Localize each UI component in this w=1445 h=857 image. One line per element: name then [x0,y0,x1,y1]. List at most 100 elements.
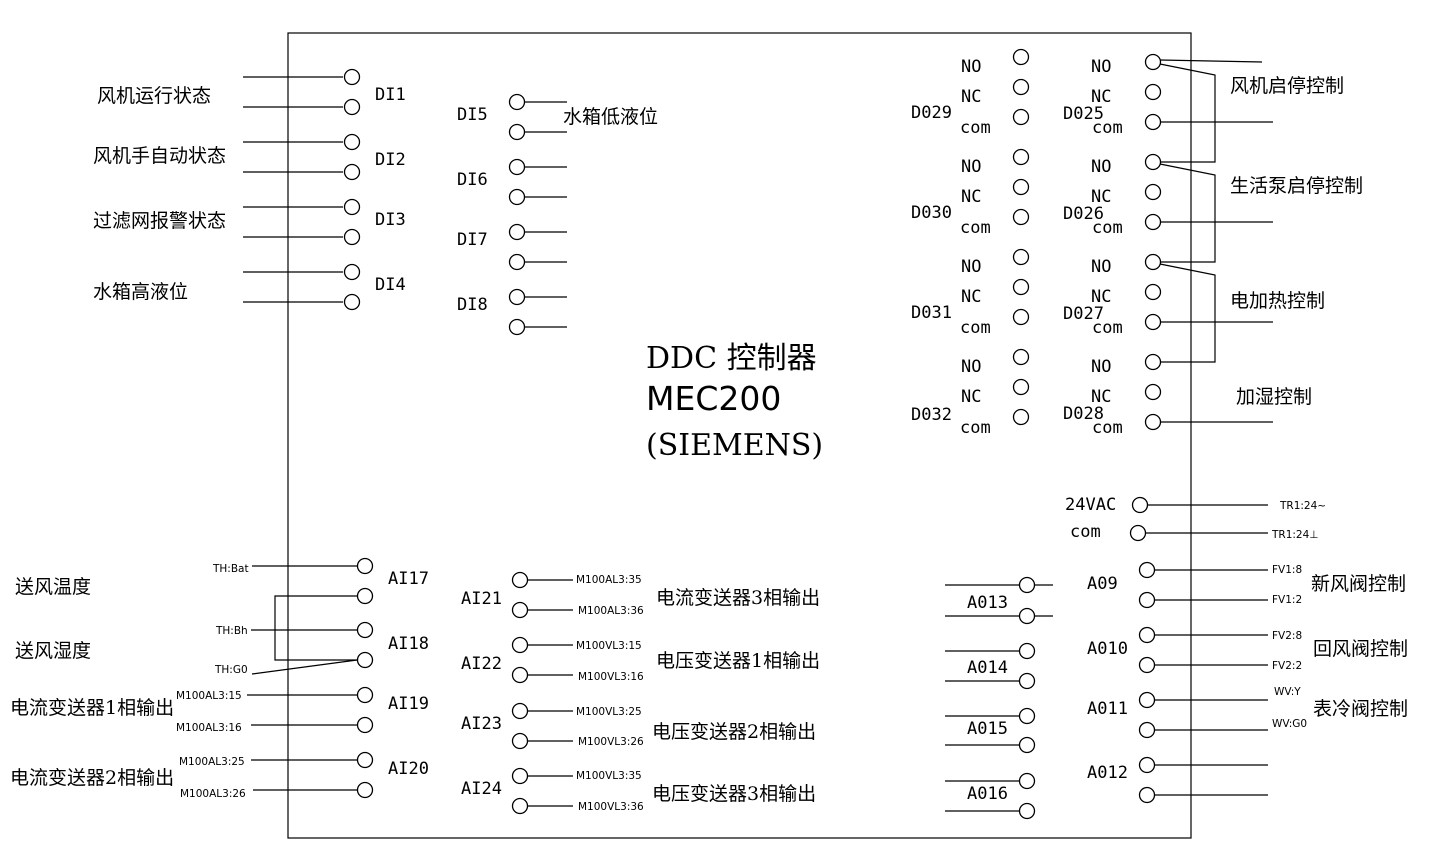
di3-label: DI3 [375,210,406,230]
terminal [1012,278,1030,296]
di8-label: DI8 [457,295,488,315]
terminal [356,781,374,799]
terminal [1138,786,1156,804]
a09-label: A09 [1087,574,1118,594]
terminal [1144,413,1162,431]
ao-right-group: FV1:8 FV1:2 FV2:8 FV2:2 WV:Y WV:G0 A09 A… [1087,561,1408,804]
terminal [1012,208,1030,226]
d026-description: 生活泵启停控制 [1230,175,1363,197]
terminal [508,188,526,206]
ao-inner-group: A013 A014 A015 A016 [945,576,1053,820]
terminal [1018,802,1036,820]
nc-label: NC [961,287,981,307]
terminal [1144,83,1162,101]
terminal [508,158,526,176]
terminal [1012,78,1030,96]
di5-description: 水箱低液位 [563,106,658,128]
terminal [1144,153,1162,171]
terminal [356,587,374,605]
di1-label: DI1 [375,85,406,105]
a014-label: A014 [967,658,1008,678]
nc-label: NC [961,387,981,407]
ai24-description: 电压变送器3相输出 [652,783,816,805]
terminal [511,571,529,589]
terminal [343,228,361,246]
terminal [356,621,374,639]
d027-label: D027 [1063,304,1104,324]
wire-m100vl3-16: M100VL3:16 [578,671,644,683]
ai23-label: AI23 [461,714,502,734]
com-label: com [1092,318,1123,338]
terminal [508,253,526,271]
terminal [1012,48,1030,66]
terminal [1144,53,1162,71]
power-24vac-label: 24VAC [1065,495,1116,515]
terminal [511,732,529,750]
terminal [1012,308,1030,326]
controller-vendor: (SIEMENS) [646,428,823,463]
di3-description: 过滤网报警状态 [93,210,226,232]
wire-m100vl3-15: M100VL3:15 [576,640,642,652]
ai20-description: 电流变送器2相输出 [10,767,174,789]
a011-label: A011 [1087,699,1128,719]
d030-label: D030 [911,203,952,223]
no-label: NO [961,357,981,377]
wire-m100vl3-36: M100VL3:36 [578,801,644,813]
wire-th-bat: TH:Bat [212,563,249,575]
ai18-description: 送风湿度 [15,640,91,662]
ai23-description: 电压变送器2相输出 [652,721,816,743]
controller-title: DDC 控制器 [646,341,817,376]
terminal [511,702,529,720]
di1-description: 风机运行状态 [97,85,211,107]
a09-description: 新风阀控制 [1311,573,1406,595]
wire-tr1-com: TR1:24⊥ [1271,529,1318,541]
wire-fv1-8: FV1:8 [1272,564,1302,576]
terminal [1144,253,1162,271]
wire-m100vl3-25: M100VL3:25 [576,706,642,718]
ai22-label: AI22 [461,654,502,674]
terminal [1144,113,1162,131]
terminal [1129,524,1147,542]
a010-description: 回风阀控制 [1313,638,1408,660]
terminal [356,716,374,734]
di-inner-group: DI5 DI6 DI7 DI8 水箱低液位 [457,93,658,336]
di2-description: 风机手自动状态 [93,145,226,167]
ai21-label: AI21 [461,589,502,609]
terminal [1144,313,1162,331]
wire-fv2-2: FV2:2 [1272,660,1302,672]
wire-tr1: TR1:24~ [1279,500,1326,512]
terminal [343,68,361,86]
com-label: com [960,318,991,338]
wire-m100al3-35: M100AL3:35 [576,574,642,586]
terminal [1018,672,1036,690]
com-label: com [960,418,991,438]
a013-label: A013 [967,593,1008,613]
terminal [1018,707,1036,725]
nc-label: NC [961,87,981,107]
ai-inner-group: M100AL3:35 M100AL3:36 M100VL3:15 M100VL3… [461,571,820,815]
terminal [1012,408,1030,426]
terminal [511,666,529,684]
terminal [508,123,526,141]
terminal [511,767,529,785]
terminal [1018,607,1036,625]
power-group: 24VAC com TR1:24~ TR1:24⊥ [1065,495,1326,542]
ai19-description: 电流变送器1相输出 [10,697,174,719]
no-label: NO [1091,157,1111,177]
terminal [508,318,526,336]
wire-wv-g0: WV:G0 [1272,718,1307,730]
no-label: NO [961,257,981,277]
com-label: com [960,218,991,238]
terminal [1144,383,1162,401]
nc-label: NC [1091,387,1111,407]
do-right-group: NO NC com NO NC com NO NC com NO NC com … [1063,53,1363,438]
terminal [343,163,361,181]
d027-description: 电加热控制 [1230,290,1325,312]
wire-m100al3-26: M100AL3:26 [180,788,246,800]
terminal [511,636,529,654]
ai18-label: AI18 [388,634,429,654]
nc-label: NC [1091,187,1111,207]
terminal [343,98,361,116]
d025-description: 风机启停控制 [1230,75,1344,97]
